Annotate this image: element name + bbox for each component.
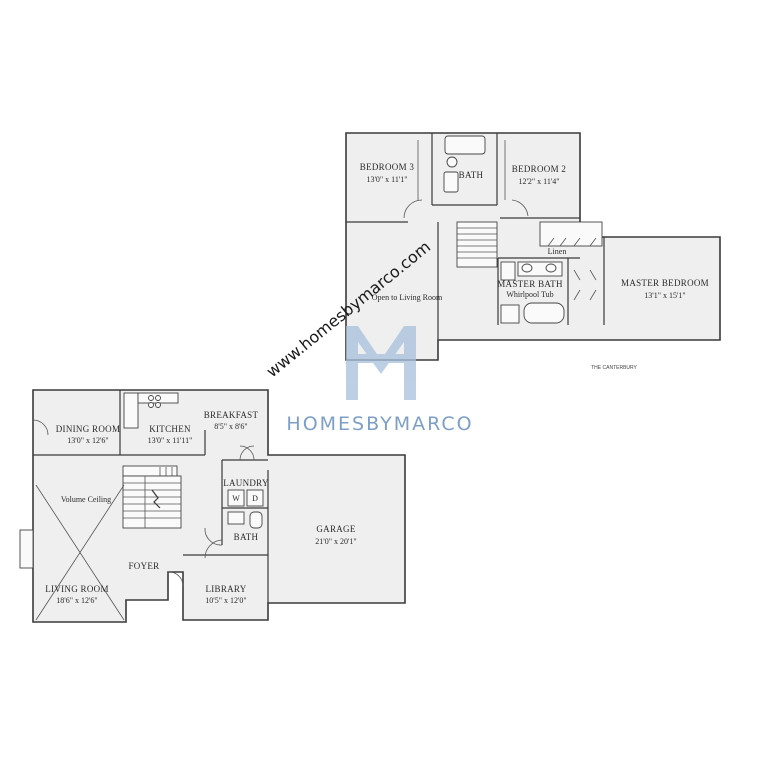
breakfast-dims: 8'5" x 8'6" — [214, 422, 247, 431]
bedroom3-dims: 13'0" x 11'1" — [366, 175, 407, 184]
upper-floor — [345, 132, 721, 361]
watermark-brand: HOMESBYMARCO — [286, 413, 473, 435]
dining-room-label: DINING ROOM — [56, 424, 121, 434]
washer-label: W — [232, 494, 240, 503]
volume-ceiling-label: Volume Ceiling — [61, 495, 111, 504]
dining-room-dims: 13'0" x 12'6" — [67, 436, 108, 445]
main-floor-outline — [32, 389, 406, 623]
breakfast-label: BREAKFAST — [204, 410, 259, 420]
foyer-label: FOYER — [128, 561, 159, 571]
main-floor — [19, 389, 406, 623]
laundry-label: LAUNDRY — [223, 478, 269, 488]
bedroom3-label: BEDROOM 3 — [360, 162, 415, 172]
bedroom2-label: BEDROOM 2 — [512, 164, 566, 174]
library-label: LIBRARY — [205, 584, 246, 594]
bedroom2-dims: 12'2" x 11'4" — [518, 177, 559, 186]
open-to-living-label: Open to Living Room — [372, 293, 443, 302]
master-bedroom-label: MASTER BEDROOM — [621, 278, 709, 288]
whirlpool-label: Whirlpool Tub — [506, 290, 553, 299]
library-dims: 10'5" x 12'0" — [205, 596, 246, 605]
upper-bath-label: BATH — [459, 170, 484, 180]
linen-label: Linen — [548, 247, 567, 256]
living-room-dims: 18'6" x 12'6" — [56, 596, 97, 605]
master-bedroom-dims: 13'1" x 15'1" — [644, 291, 685, 300]
garage-dims: 21'0" x 20'1" — [315, 537, 356, 546]
kitchen-dims: 13'0" x 11'11" — [148, 436, 193, 445]
master-bath-label: MASTER BATH — [497, 279, 563, 289]
dryer-label: D — [252, 494, 258, 503]
main-bath-label: BATH — [234, 532, 259, 542]
plan-name: THE CANTERBURY — [591, 365, 637, 371]
brand-logo — [346, 326, 416, 400]
garage-label: GARAGE — [316, 524, 356, 534]
living-room-label: LIVING ROOM — [45, 584, 109, 594]
kitchen-label: KITCHEN — [149, 424, 191, 434]
